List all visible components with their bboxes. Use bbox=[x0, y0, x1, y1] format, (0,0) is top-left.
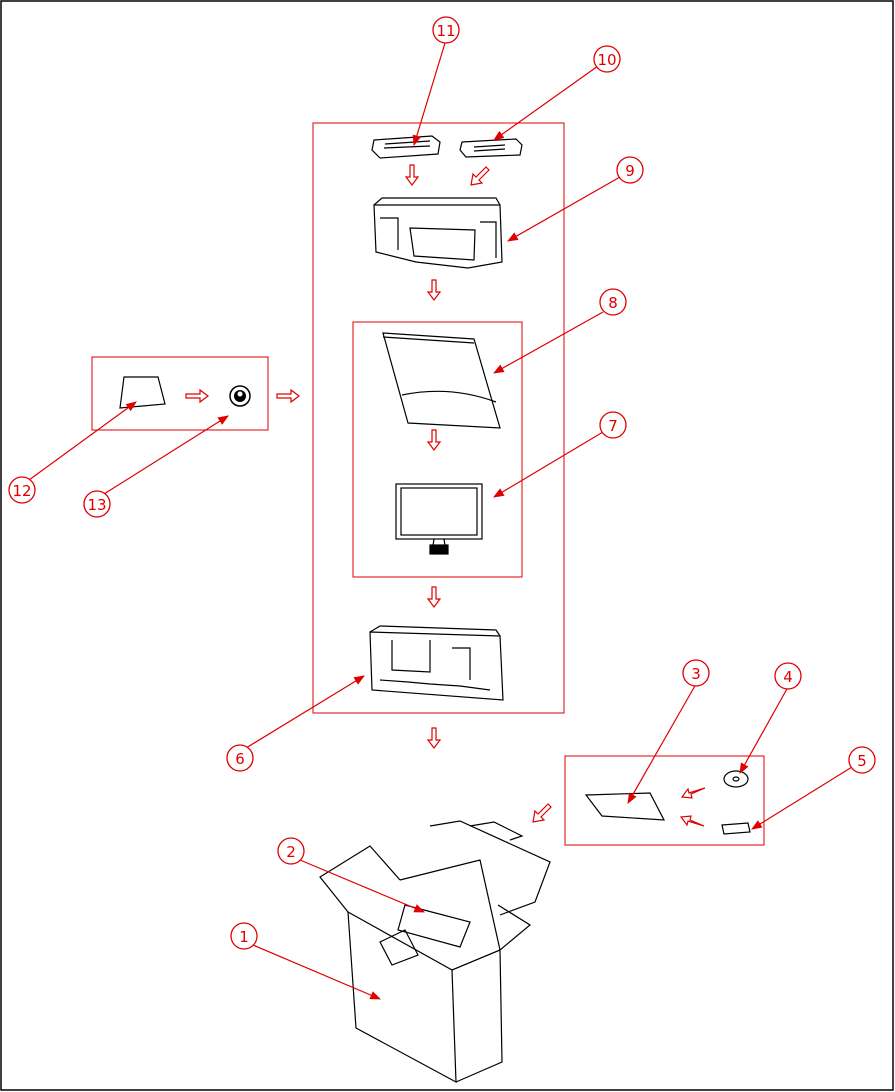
callout-1: 1 bbox=[231, 923, 257, 949]
arrow-right-icon bbox=[277, 390, 299, 402]
callout-5: 5 bbox=[849, 747, 875, 773]
arrow-down-icon bbox=[428, 430, 440, 450]
part-monitor bbox=[396, 484, 482, 554]
part-top-cushion-right bbox=[460, 139, 522, 157]
callout-label: 12 bbox=[12, 482, 31, 500]
arrow-down-icon bbox=[428, 280, 440, 300]
callout-8: 8 bbox=[600, 289, 626, 315]
part-manual bbox=[586, 793, 664, 820]
callout-label: 1 bbox=[239, 928, 249, 946]
arrow-down-icon bbox=[428, 728, 440, 748]
callout-label: 2 bbox=[286, 843, 296, 861]
callout-9: 9 bbox=[617, 157, 643, 183]
part-card bbox=[722, 823, 750, 834]
callout-11: 11 bbox=[433, 17, 459, 43]
callout-label: 3 bbox=[691, 665, 701, 683]
arrow-down-icon bbox=[428, 587, 440, 607]
part-disc bbox=[724, 771, 748, 787]
part-bottom-foam bbox=[370, 626, 503, 700]
arrow-left-icon bbox=[682, 788, 705, 798]
arrow-down-icon bbox=[406, 165, 418, 185]
part-carton bbox=[320, 821, 550, 1082]
callout-3: 3 bbox=[683, 660, 709, 686]
callout-label: 4 bbox=[783, 668, 793, 686]
arrow-diagonal-icon bbox=[471, 167, 489, 185]
leader-lines bbox=[29, 43, 852, 999]
callout-label: 7 bbox=[608, 417, 618, 435]
arrow-right-icon bbox=[186, 390, 208, 402]
callout-label: 8 bbox=[608, 294, 618, 312]
callout-13: 13 bbox=[84, 491, 110, 517]
callout-12: 12 bbox=[9, 477, 35, 503]
callout-10: 10 bbox=[594, 46, 620, 72]
arrow-left-icon bbox=[681, 816, 704, 826]
callout-6: 6 bbox=[227, 745, 253, 771]
callout-7: 7 bbox=[600, 412, 626, 438]
part-protective-bag bbox=[383, 333, 500, 428]
part-top-foam bbox=[374, 198, 502, 268]
callout-label: 5 bbox=[857, 752, 867, 770]
callout-label: 9 bbox=[625, 162, 635, 180]
accessory-frame-right bbox=[565, 756, 764, 845]
callout-2: 2 bbox=[278, 838, 304, 864]
callout-4: 4 bbox=[775, 663, 801, 689]
callout-label: 6 bbox=[235, 750, 245, 768]
callout-label: 11 bbox=[436, 22, 455, 40]
callout-label: 10 bbox=[597, 51, 616, 69]
part-cable-roll bbox=[230, 386, 250, 406]
arrow-diagonal-icon bbox=[533, 804, 551, 822]
flow-arrows bbox=[186, 165, 705, 826]
callout-label: 13 bbox=[87, 496, 106, 514]
part-top-cushion-left bbox=[372, 136, 440, 158]
part-pouch bbox=[120, 377, 165, 408]
main-assembly-frame bbox=[313, 123, 564, 713]
